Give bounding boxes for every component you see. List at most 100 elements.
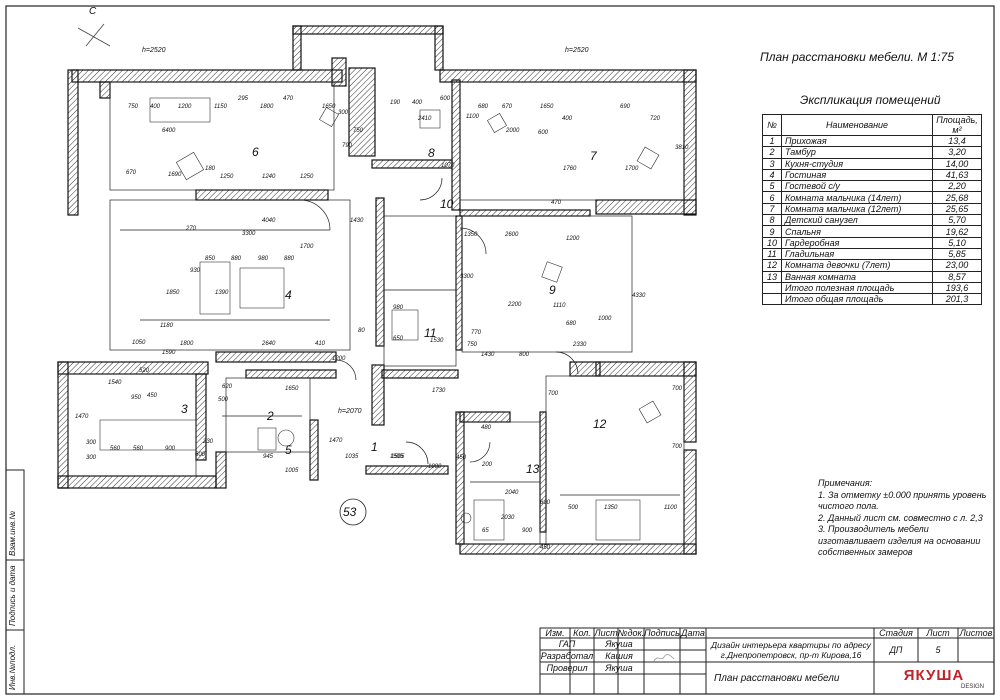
room-number-cell: 7	[762, 202, 782, 216]
dimension-label: 295	[238, 96, 249, 102]
room-area-cell: 3,20	[932, 146, 982, 159]
dimension-label: 1350	[604, 505, 618, 511]
dimension-label: 400	[150, 104, 161, 110]
stamp-person: Якуша	[605, 639, 633, 649]
compass-icon	[77, 23, 111, 47]
dimension-label: 470	[283, 96, 294, 102]
dimension-label: 1150	[214, 104, 227, 110]
stamp-sheet-title: План расстановки мебели	[714, 673, 840, 684]
dimension-label: 2040	[505, 490, 519, 496]
dimension-label: 1530	[430, 338, 444, 344]
dimension-label: 2200	[508, 302, 522, 308]
dimension-label: 600	[538, 130, 549, 136]
dimension-label: 750	[128, 104, 139, 110]
logo-text: ЯКУША	[903, 666, 965, 684]
room-name-cell: Тамбур	[781, 146, 933, 159]
dimension-label: 3300	[242, 231, 256, 237]
stamp-person: Кашия	[605, 651, 633, 661]
col-number: №	[762, 114, 782, 136]
stamp-sheets-label: Листов	[959, 628, 993, 638]
dimension-label: 2330	[573, 342, 587, 348]
entrance-marker	[339, 498, 367, 526]
walls	[57, 25, 697, 555]
dimension-label: 2640	[262, 341, 276, 347]
room-name-cell: Гардеробная	[781, 236, 933, 249]
dimension-label: 600	[440, 96, 451, 102]
room-area-cell: 14,00	[932, 157, 982, 170]
room-number-cell: 10	[762, 236, 782, 249]
room-number: 12	[593, 417, 607, 431]
dimension-label: 1590	[162, 350, 176, 356]
stamp-role: ГАП	[558, 639, 576, 649]
dimension-label: 300	[86, 440, 97, 446]
room-number-cell: 13	[762, 270, 782, 283]
stamp-col-izm: Изм.	[545, 628, 565, 638]
dimension-label: 180	[205, 166, 216, 172]
dimension-label: 620	[222, 384, 233, 390]
room-area-cell: 8,57	[932, 270, 982, 283]
dimension-label: 1350	[464, 232, 478, 238]
dimension-label: 300	[86, 455, 97, 461]
dimension-label: 4330	[632, 293, 646, 299]
signature-scribble	[652, 650, 676, 662]
stamp-stage-label: Стадия	[879, 628, 913, 638]
room-name-cell: Комната мальчика (14лет)	[781, 191, 933, 204]
room-area-cell: 2,20	[932, 180, 982, 193]
room-number-cell: 8	[762, 214, 782, 227]
dimension-label: 900	[165, 446, 176, 452]
dimension-label: 790	[342, 143, 353, 149]
room-number-cell: 5	[762, 180, 782, 193]
room-number-cell: 2	[762, 146, 782, 159]
stamp-col-doc: №док.	[618, 628, 644, 638]
dimension-label: 650	[393, 336, 404, 342]
dimension-label: 1540	[108, 380, 122, 386]
dimension-label: 400	[412, 100, 423, 106]
dimension-label: 670	[126, 170, 137, 176]
side-label-signature: Подпись и дата	[8, 565, 17, 626]
stamp-grid	[539, 627, 995, 695]
stamp-col-date: Дата	[681, 628, 705, 638]
dimension-label: 1800	[260, 104, 274, 110]
room-number: 5	[285, 443, 292, 457]
dimension-label: 410	[315, 341, 326, 347]
dimension-label: 980	[393, 305, 404, 311]
dimension-label: 2000	[506, 128, 520, 134]
dimension-label: 1070	[441, 163, 455, 169]
room-name-cell: Гостевой с/у	[781, 180, 933, 193]
side-strip	[5, 469, 25, 695]
room-number-cell: 4	[762, 168, 782, 182]
dimension-label: 1470	[329, 438, 343, 444]
dimension-label: 1000	[598, 316, 612, 322]
stamp-sheet: 5	[935, 645, 941, 655]
dimension-label: 520	[139, 368, 150, 374]
dimension-label: 690	[620, 104, 631, 110]
stamp-person: Якуша	[605, 663, 633, 673]
room-area-cell: 13,4	[932, 134, 982, 148]
dimension-label: 270	[186, 226, 197, 232]
room-number: 1	[371, 440, 378, 454]
side-label-inventory: Инв.№подл.	[8, 644, 17, 690]
dimension-label: 1000	[428, 464, 442, 470]
stamp-sheet-label: Лист	[926, 628, 950, 638]
room-number: 8	[428, 146, 435, 160]
room-name-cell: Прихожая	[781, 134, 933, 148]
room-area-cell: 5,10	[932, 236, 982, 249]
room-number-cell: 9	[762, 225, 782, 238]
dimension-label: 200	[482, 462, 493, 468]
stamp-col-signature: Подпись	[644, 628, 680, 638]
dimension-label: 1800	[180, 341, 194, 347]
room-name-cell: Комната девочки (7лет)	[781, 259, 933, 272]
dimension-label: 945	[263, 454, 274, 460]
dimension-label: 1470	[75, 414, 89, 420]
room-number-cell: 6	[762, 191, 782, 204]
dimension-label: 2030	[501, 515, 515, 521]
dimension-label: 1005	[285, 468, 299, 474]
